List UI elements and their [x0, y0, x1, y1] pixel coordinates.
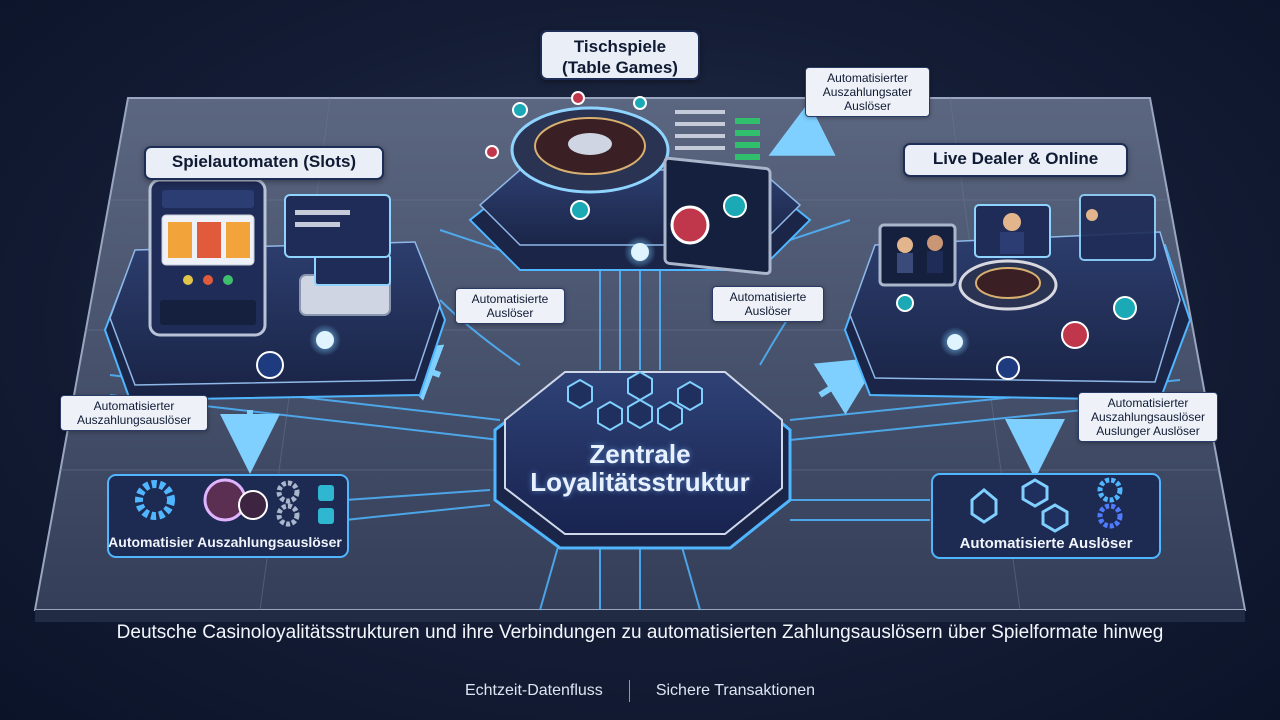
tag-line: Auszahlungsater — [822, 85, 913, 99]
status-icon — [318, 485, 334, 501]
tag-line: Automatisierter — [93, 399, 175, 413]
diagram-caption: Deutsche Casinoloyalitätsstrukturen und … — [116, 622, 1164, 643]
center-right-trigger-tag: Automatisierte Auslöser — [712, 286, 824, 322]
table-auto-payout-tag: Automatisierter Auszahlungsater Auslöser — [805, 67, 930, 117]
tag-line: Auslöser — [744, 304, 792, 318]
tag-line: Auszahlungsauslöser — [76, 413, 192, 427]
gear-icon — [135, 480, 175, 520]
gear-icon — [1097, 503, 1123, 529]
center-left-trigger-tag: Automatisierte Auslöser — [455, 288, 565, 324]
tag-line: Auslöser — [844, 99, 891, 113]
tag-line: Auszahlungsauslöser — [1090, 410, 1206, 424]
slots-auto-payout-tag: Automatisierter Auszahlungsauslöser — [60, 395, 208, 431]
live-dealer-screen — [878, 223, 957, 287]
hexagon-icon — [1041, 503, 1069, 533]
tag-line: Automatisierte — [729, 290, 807, 304]
slots-title-text: Spielautomaten (Slots) — [171, 152, 357, 171]
live-dealer-title-text: Live Dealer & Online — [932, 149, 1099, 168]
status-icon — [318, 508, 334, 524]
chip-icon — [256, 351, 284, 379]
base-board-edge — [35, 610, 1245, 622]
table-games-platform — [468, 91, 812, 276]
bottom-right-panel-label: Automatisierte Auslöser — [959, 535, 1133, 552]
footer-bar: Echtzeit-Datenfluss Sichere Transaktionen — [0, 680, 1280, 702]
chip-icon — [723, 194, 747, 218]
slots-platform — [103, 178, 447, 402]
chip-icon — [512, 102, 528, 118]
bottom-right-panel — [931, 473, 1161, 559]
tag-line: Automatisierter — [1107, 396, 1189, 410]
hub-title-line1: Zentrale — [589, 439, 691, 469]
tag-line: Automatisierter — [827, 71, 908, 85]
hub-hexagon-network-icon — [567, 370, 703, 432]
table-games-title-line2: (Table Games) — [562, 58, 678, 77]
footer-divider — [628, 680, 630, 702]
chip-icon — [1061, 321, 1089, 349]
live-dealer-platform — [843, 194, 1192, 402]
dealer-tablet-icon — [974, 204, 1051, 258]
live-auto-payout-tag: Automatisierter Auszahlungsauslöser Ausl… — [1078, 392, 1218, 442]
bottom-left-panel — [107, 474, 349, 558]
gear-icon — [276, 503, 300, 527]
gear-icon — [276, 480, 300, 504]
chip-icon — [633, 96, 647, 110]
chip-icon — [896, 294, 914, 312]
tag-line: Auslöser — [486, 306, 534, 320]
table-games-screen — [663, 156, 772, 276]
hub-title: Zentrale Loyalitätsstruktur — [500, 440, 780, 496]
chip-icon — [485, 145, 499, 159]
footer-realtime-label: Echtzeit-Datenfluss — [464, 682, 603, 700]
chip-icon — [570, 200, 590, 220]
slots-title: Spielautomaten (Slots) — [144, 146, 384, 180]
chip-icon — [996, 356, 1020, 380]
table-games-title-line1: Tischspiele — [573, 37, 667, 56]
hub-title-line2: Loyalitätsstruktur — [530, 467, 750, 497]
gear-icon — [1097, 477, 1123, 503]
bottom-left-panel-label: Automatisier Auszahlungsauslöser — [108, 534, 342, 550]
chip-icon — [670, 205, 710, 245]
footer-secure-label: Sichere Transaktionen — [655, 682, 816, 700]
chip-icon — [571, 91, 585, 105]
tag-line: Auslunger Auslöser — [1096, 424, 1200, 438]
hexagon-icon — [1021, 478, 1049, 508]
chip-icon — [1113, 296, 1137, 320]
live-dealer-title: Live Dealer & Online — [903, 143, 1128, 177]
tag-line: Automatisierte — [471, 292, 549, 306]
location-icon — [970, 488, 998, 524]
loyalty-hub — [493, 370, 792, 550]
table-games-title: Tischspiele (Table Games) — [540, 30, 700, 80]
